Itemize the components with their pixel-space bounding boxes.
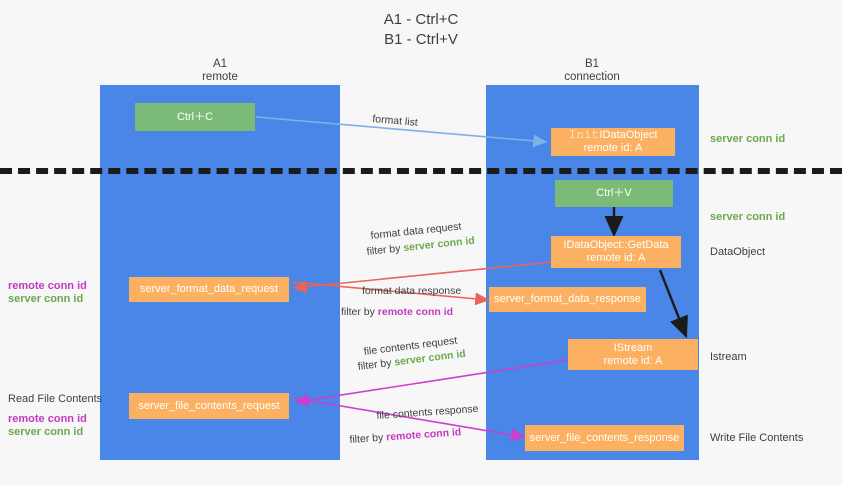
label-remote-conn-id-low: remote conn id bbox=[8, 413, 87, 425]
label-remote-conn-id-mid: remote conn id bbox=[8, 280, 87, 292]
label-read-file-contents: Read File Contents bbox=[8, 393, 103, 405]
box-ctrl-v[interactable]: Ctrl＋V bbox=[555, 180, 673, 207]
box-server-file-contents-request[interactable]: server_file_contents_request bbox=[129, 393, 289, 419]
box-server-format-data-request[interactable]: server_format_data_request bbox=[129, 277, 289, 302]
filter-value-remote-conn-id: remote conn id bbox=[377, 306, 454, 318]
edge-label-format-data-response: format data response bbox=[362, 285, 462, 297]
filter-value-remote-conn-id: remote conn id bbox=[385, 426, 462, 444]
edge-label-file-contents-response: file contents response bbox=[376, 402, 479, 422]
label-server-conn-id-mid: server conn id bbox=[710, 211, 786, 223]
label-write-file-contents: Write File Contents bbox=[710, 432, 804, 444]
column-header-a1: A1 remote bbox=[202, 58, 238, 83]
box-idataobject-getdata[interactable]: IDataObject::GetData remote id: A bbox=[551, 236, 681, 268]
edge-label-format-data-response-filter: filter by remote conn id bbox=[341, 305, 453, 319]
box-server-format-data-response[interactable]: server_format_data_response bbox=[489, 287, 646, 312]
divider-dashed-line bbox=[0, 168, 842, 174]
box-istream[interactable]: IStream remote id: A bbox=[568, 339, 698, 370]
edge-label-file-contents-response-filter: filter by remote conn id bbox=[349, 425, 462, 447]
label-server-conn-id-top: server conn id bbox=[710, 133, 786, 145]
column-header-b1: B1 connection bbox=[564, 58, 620, 83]
filter-prefix: filter by bbox=[366, 242, 404, 258]
box-ctrl-c[interactable]: Ctrl＋C bbox=[135, 103, 255, 131]
label-dataobject: DataObject bbox=[710, 246, 766, 258]
edge-label-format-list: format list bbox=[371, 112, 419, 129]
filter-prefix: filter by bbox=[357, 356, 396, 373]
filter-prefix: filter by bbox=[349, 431, 387, 446]
filter-prefix: filter by bbox=[341, 306, 378, 318]
label-server-conn-id-left-low: server conn id bbox=[8, 426, 84, 438]
page-title: A1 - Ctrl+C B1 - Ctrl+V bbox=[383, 11, 459, 48]
label-istream: Istream bbox=[710, 351, 747, 363]
box-idataobject-format-list[interactable]: 𝙸𝚗𝚒𝚝IDataObject remote id: A bbox=[551, 128, 675, 156]
label-server-conn-id-left-mid: server conn id bbox=[8, 293, 84, 305]
box-server-file-contents-response[interactable]: server_file_contents_response bbox=[525, 425, 684, 451]
